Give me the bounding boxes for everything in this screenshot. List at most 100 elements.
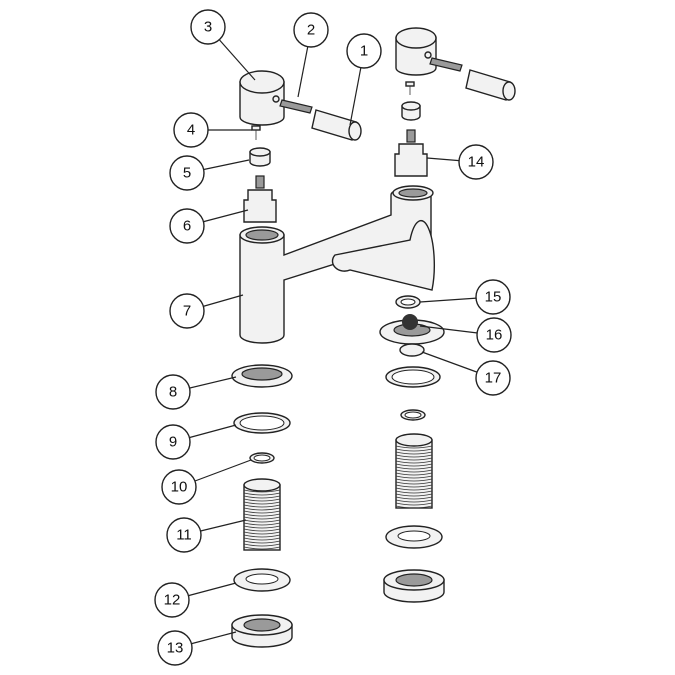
right-washer-lower	[385, 525, 443, 549]
right-grub-screw	[429, 57, 463, 72]
thread-line	[395, 481, 433, 485]
left-washer-9	[233, 412, 291, 434]
callout-circle	[169, 155, 205, 191]
left-washer-12	[233, 568, 291, 592]
left-cartridge	[243, 175, 277, 223]
left-washer-8	[231, 364, 293, 388]
thread-line	[243, 519, 281, 523]
thread-line	[395, 499, 433, 503]
diverter-nut-17	[399, 343, 425, 357]
callout-label: 15	[485, 289, 502, 306]
callout-circle	[157, 630, 193, 666]
callout-circle	[169, 208, 205, 244]
thread-line	[395, 472, 433, 476]
callout-3: 3	[190, 9, 256, 81]
left-lever	[311, 109, 362, 141]
thread-line	[395, 487, 433, 491]
left-o-ring-10	[249, 452, 275, 464]
callout-4: 4	[173, 112, 252, 148]
callout-circle	[169, 293, 205, 329]
callout-circle	[166, 517, 202, 553]
right-cartridge-14	[394, 129, 428, 177]
thread-line	[395, 445, 433, 449]
right-washer	[385, 366, 441, 388]
callout-label: 12	[164, 592, 181, 609]
callout-6: 6	[169, 208, 249, 244]
thread-line	[243, 501, 281, 505]
callout-label: 10	[171, 479, 188, 496]
callout-15: 15	[419, 279, 511, 315]
left-grub-screw	[279, 99, 313, 114]
callout-label: 11	[176, 527, 192, 544]
thread-line	[395, 505, 433, 509]
thread-line	[395, 469, 433, 473]
callout-label: 5	[183, 165, 191, 182]
callout-label: 9	[169, 434, 177, 451]
callout-label: 17	[485, 370, 502, 387]
callout-label: 6	[183, 218, 191, 235]
callout-label: 2	[307, 22, 315, 39]
tap-body	[239, 185, 436, 344]
callout-7: 7	[169, 293, 244, 329]
callout-circle	[173, 112, 209, 148]
thread-line	[395, 454, 433, 458]
thread-line	[243, 528, 281, 532]
callout-16: 16	[419, 317, 512, 353]
left-threaded-shank-11	[243, 478, 281, 551]
thread-line	[395, 463, 433, 467]
callout-13: 13	[157, 630, 237, 666]
callout-5: 5	[169, 155, 250, 191]
thread-line	[243, 540, 281, 544]
callout-circle	[475, 279, 511, 315]
left-handle-cap	[239, 70, 285, 126]
callout-label: 4	[187, 122, 195, 139]
thread-line	[395, 466, 433, 470]
aerator-washer-15	[395, 295, 421, 309]
left-adapter	[249, 147, 271, 167]
thread-line	[395, 493, 433, 497]
thread-line	[243, 492, 281, 496]
thread-line	[243, 504, 281, 508]
thread-line	[243, 525, 281, 529]
thread-line	[395, 448, 433, 452]
thread-line	[243, 498, 281, 502]
thread-line	[395, 502, 433, 506]
callout-circle	[476, 317, 512, 353]
callout-10: 10	[161, 459, 252, 505]
callout-label: 8	[169, 384, 177, 401]
callout-label: 3	[204, 19, 212, 36]
thread-line	[395, 478, 433, 482]
callout-circle	[293, 12, 329, 48]
callout-circle	[346, 33, 382, 69]
callout-11: 11	[166, 517, 247, 553]
callout-1: 1	[346, 33, 382, 126]
thread-line	[243, 537, 281, 541]
thread-line	[395, 451, 433, 455]
callout-circle	[475, 360, 511, 396]
thread-line	[395, 496, 433, 500]
thread-line	[243, 495, 281, 499]
thread-line	[395, 484, 433, 488]
callout-circle	[155, 424, 191, 460]
callout-12: 12	[154, 582, 237, 618]
thread-line	[243, 510, 281, 514]
left-back-nut-13	[231, 614, 293, 648]
diverter-16	[379, 314, 445, 345]
callout-label: 14	[468, 154, 485, 171]
thread-line	[243, 546, 281, 550]
callout-circle	[458, 144, 494, 180]
thread-line	[243, 507, 281, 511]
thread-line	[243, 534, 281, 538]
right-threaded-shank	[395, 433, 433, 509]
right-handle-cap	[395, 27, 437, 76]
thread-line	[395, 490, 433, 494]
callout-circle	[155, 374, 191, 410]
callout-circle	[161, 469, 197, 505]
left-small-screw	[251, 125, 261, 140]
thread-line	[243, 489, 281, 493]
thread-line	[243, 516, 281, 520]
callout-label: 7	[183, 303, 191, 320]
right-adapter	[401, 101, 421, 121]
